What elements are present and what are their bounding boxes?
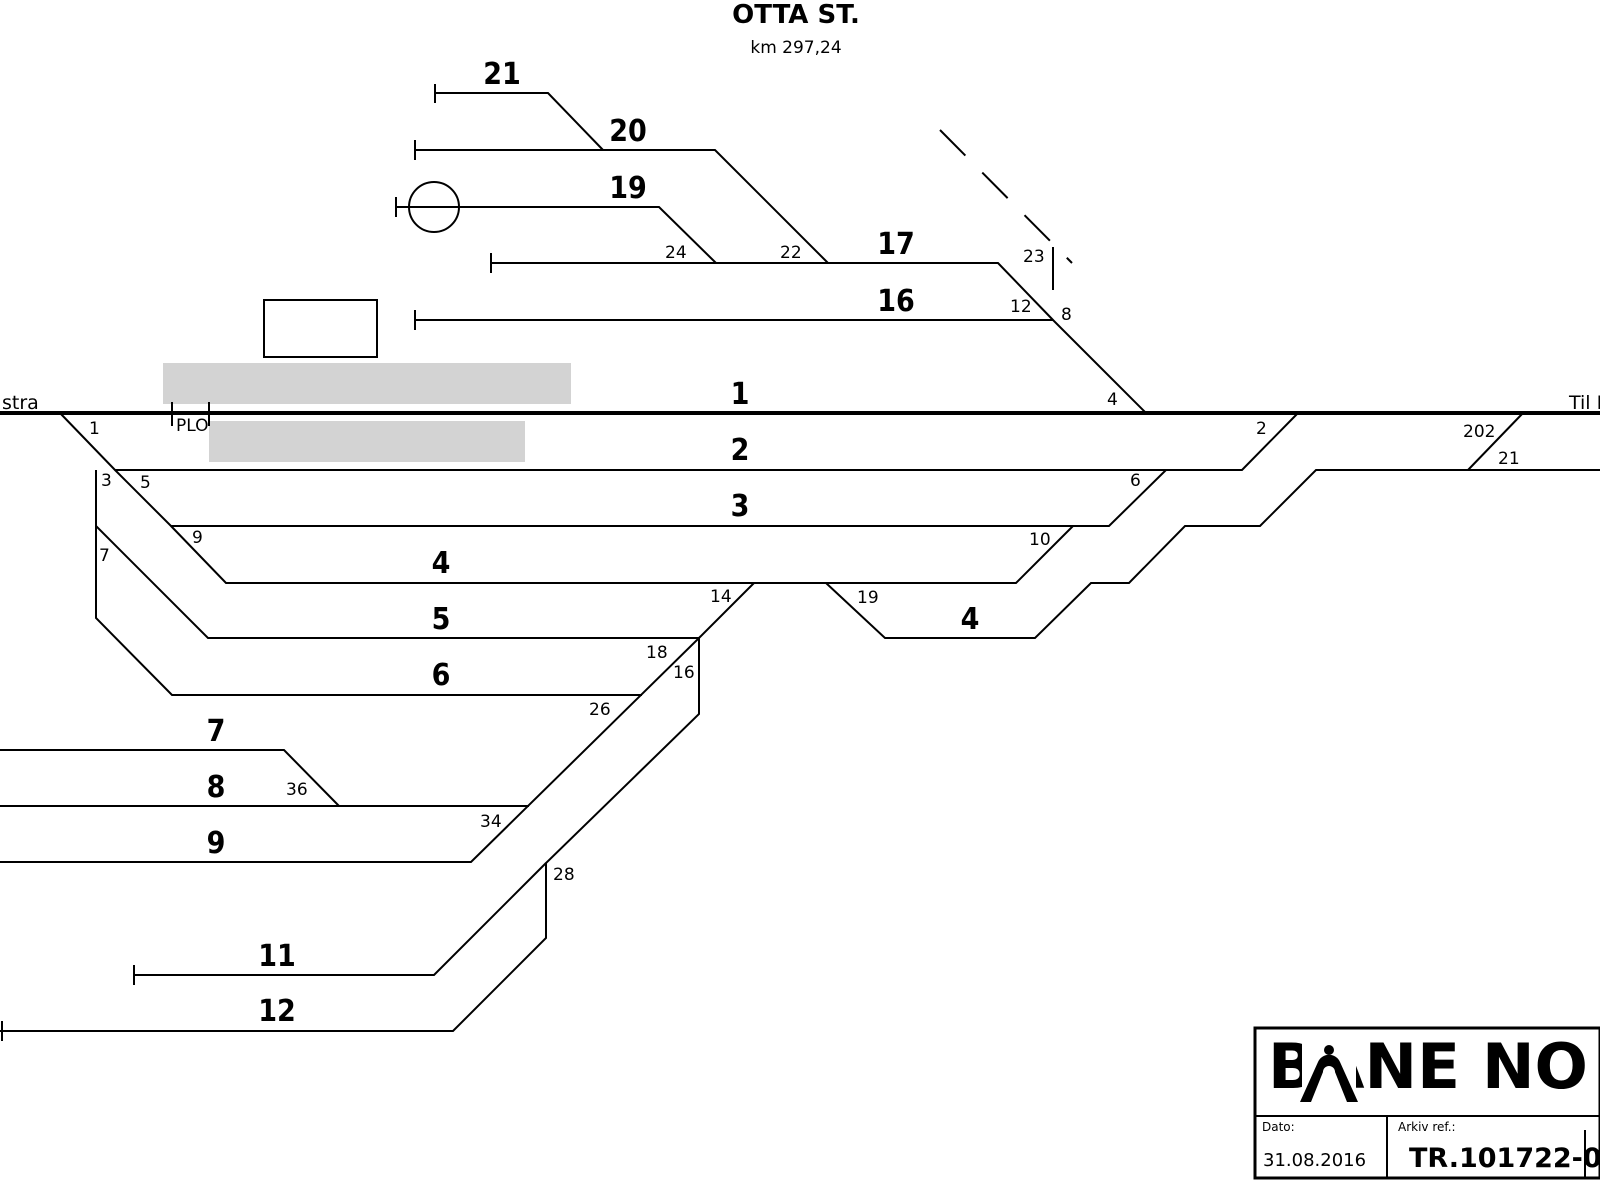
switch-label-22: 22 bbox=[780, 243, 802, 263]
switch-label-26: 26 bbox=[589, 700, 611, 720]
track-4-line bbox=[170, 525, 1074, 584]
switch-label-18: 18 bbox=[646, 643, 668, 663]
switch-label-2: 2 bbox=[1256, 419, 1267, 439]
switch-label-6: 6 bbox=[1130, 471, 1141, 491]
crossover-202 bbox=[1467, 412, 1524, 471]
track-4-east-line bbox=[825, 469, 1600, 639]
switch-label-3: 3 bbox=[101, 471, 112, 491]
track-label-17: 17 bbox=[877, 227, 915, 262]
track-label-11: 11 bbox=[258, 939, 296, 974]
track-5-line bbox=[95, 470, 755, 639]
date-label: Dato: bbox=[1262, 1120, 1295, 1134]
switch-label-10: 10 bbox=[1029, 530, 1051, 550]
track-label-2: 2 bbox=[731, 433, 750, 468]
track-19-line bbox=[396, 206, 717, 264]
switch-label-202: 202 bbox=[1463, 422, 1495, 442]
track-6-line bbox=[95, 526, 642, 696]
switch-label-7: 7 bbox=[99, 546, 110, 566]
track-2-line bbox=[59, 412, 1299, 471]
switch-label-5: 5 bbox=[140, 473, 151, 493]
track-16-line bbox=[415, 319, 1147, 414]
track-label-6: 6 bbox=[432, 658, 451, 693]
switch-label-24: 24 bbox=[665, 243, 687, 263]
track-label-21: 21 bbox=[483, 57, 521, 92]
logo-dot-icon bbox=[1324, 1045, 1334, 1055]
archive-ref-value: TR.101722-000 bbox=[1409, 1143, 1600, 1174]
direction-label-left: stra bbox=[2, 392, 39, 414]
station-building bbox=[263, 299, 378, 358]
logo-arch-icon bbox=[1300, 1054, 1358, 1102]
track-label-4-east: 4 bbox=[961, 602, 980, 637]
lower-yard bbox=[0, 635, 700, 1041]
track-7-line bbox=[0, 749, 340, 807]
switch-label-8: 8 bbox=[1061, 305, 1072, 325]
direction-label-right: Til D bbox=[1568, 392, 1600, 414]
switch-label-28: 28 bbox=[553, 865, 575, 885]
track-label-8: 8 bbox=[207, 770, 226, 805]
station-title: OTTA ST. bbox=[732, 0, 860, 30]
archive-ref-label: Arkiv ref.: bbox=[1398, 1120, 1456, 1134]
title-block-frame bbox=[1253, 1026, 1600, 1180]
track-label-20: 20 bbox=[609, 114, 647, 149]
switch-label-1: 1 bbox=[89, 419, 100, 439]
track-label-1: 1 bbox=[731, 377, 750, 412]
track-17-line bbox=[491, 262, 1054, 321]
station-tracks bbox=[59, 412, 1600, 696]
dashed-spur bbox=[939, 129, 1073, 264]
switch-label-4: 4 bbox=[1107, 390, 1118, 410]
switch-label-21: 21 bbox=[1498, 449, 1520, 469]
upper-yard bbox=[395, 84, 1147, 414]
switch-label-14: 14 bbox=[710, 587, 732, 607]
switch-label-16: 16 bbox=[673, 663, 695, 683]
platform-north bbox=[163, 363, 571, 404]
track-9-line bbox=[0, 635, 700, 1032]
track-label-7: 7 bbox=[207, 714, 226, 749]
track-label-5: 5 bbox=[432, 602, 451, 637]
switch-label-36: 36 bbox=[286, 780, 308, 800]
track-label-4: 4 bbox=[432, 546, 451, 581]
switch-label-12: 12 bbox=[1010, 297, 1032, 317]
track-label-3: 3 bbox=[731, 489, 750, 524]
track-label-19: 19 bbox=[609, 171, 647, 206]
platform-south bbox=[209, 421, 525, 462]
track-label-16: 16 bbox=[877, 284, 915, 319]
station-km: km 297,24 bbox=[750, 38, 841, 58]
switch-label-34: 34 bbox=[480, 812, 502, 832]
track-20-line bbox=[415, 149, 829, 264]
track-3-line bbox=[114, 469, 1167, 527]
switch-label-19: 19 bbox=[857, 588, 879, 608]
switch-label-23: 23 bbox=[1023, 247, 1045, 267]
track-11-line bbox=[134, 862, 547, 976]
switch-label-9: 9 bbox=[192, 528, 203, 548]
track-21-line bbox=[435, 92, 604, 151]
track-label-12: 12 bbox=[258, 994, 296, 1029]
turntable-symbol bbox=[408, 181, 460, 233]
track-label-9: 9 bbox=[207, 826, 226, 861]
date-value: 31.08.2016 bbox=[1263, 1150, 1366, 1171]
platform-label: PLO bbox=[176, 416, 209, 436]
title-block: BANE NO Dato: 31.08.2016 Arkiv ref.: TR.… bbox=[1253, 1026, 1600, 1180]
